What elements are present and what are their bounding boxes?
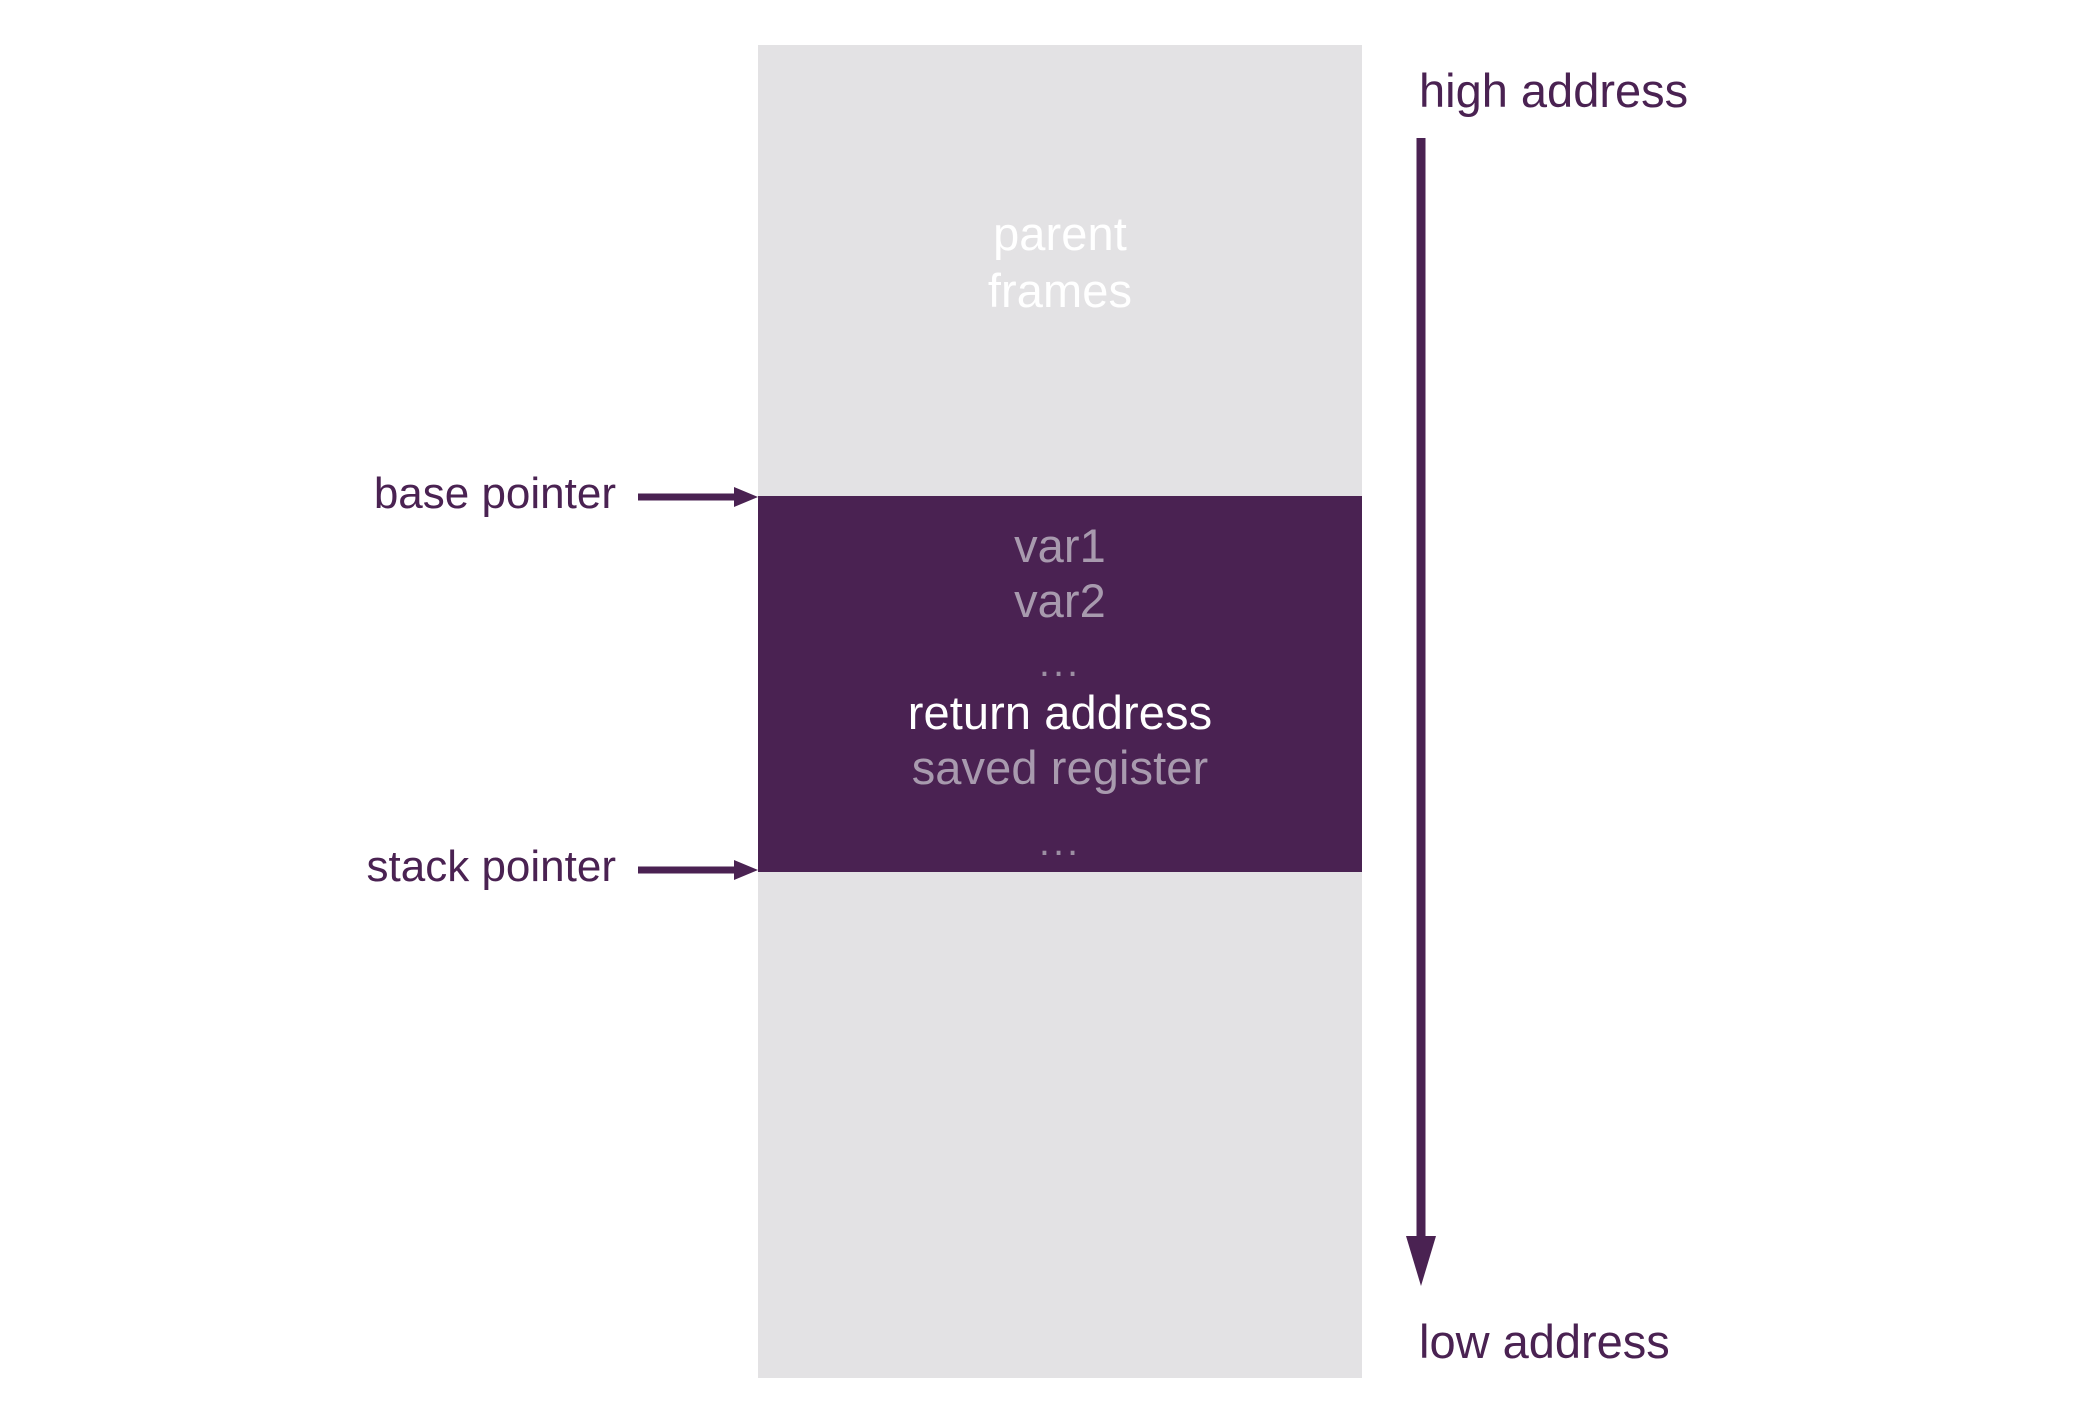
base-pointer-arrow-icon xyxy=(638,487,758,507)
stack-pointer-arrow-icon xyxy=(638,860,758,880)
low-address-label: low address xyxy=(1419,1315,1670,1368)
frame-row-var1: var1 xyxy=(1014,519,1106,572)
parent-frames-label: parent frames xyxy=(987,207,1133,318)
stack-pointer-label: stack pointer xyxy=(366,842,616,891)
high-address-label: high address xyxy=(1419,64,1689,117)
frame-row-var2: var2 xyxy=(1014,574,1106,628)
frame-row-ellipsis-lower: ... xyxy=(1038,819,1082,864)
address-direction-arrow-icon xyxy=(1406,138,1436,1286)
current-stack-frame-block: var1 var2 ... return address saved regis… xyxy=(758,496,1362,872)
base-pointer-label: base pointer xyxy=(373,469,616,518)
frame-row-saved-register: saved register xyxy=(911,741,1209,795)
frame-row-ellipsis-upper: ... xyxy=(1038,640,1082,685)
frame-row-return-address: return address xyxy=(907,685,1213,739)
current-frame-row-list: var1 var2 ... return address saved regis… xyxy=(758,496,1362,872)
